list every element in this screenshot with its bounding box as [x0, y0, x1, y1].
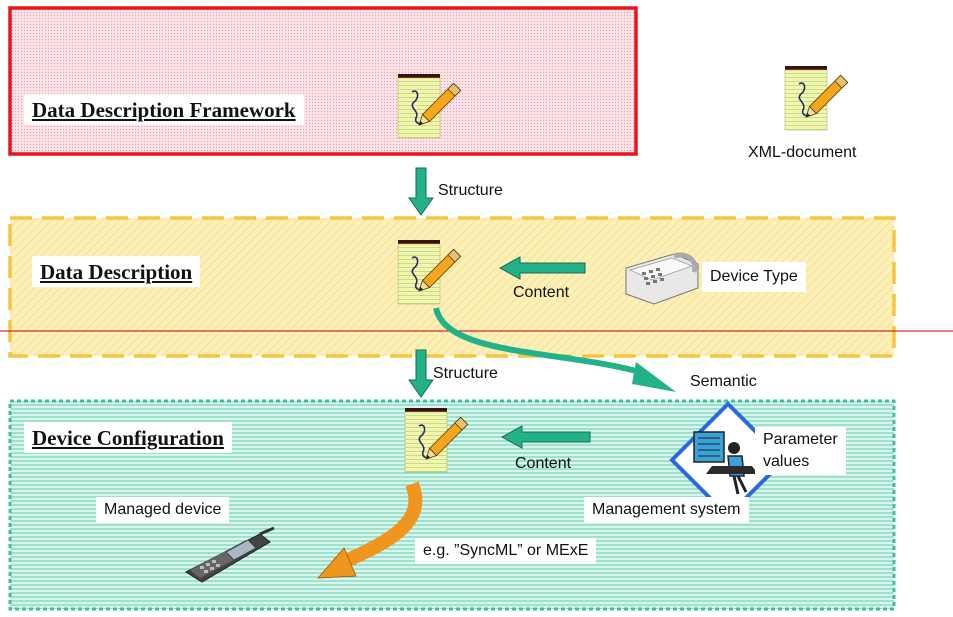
framework-layer	[8, 6, 638, 156]
device-type-label: Device Type	[702, 262, 806, 292]
structure-arrow-1	[408, 167, 434, 216]
content-label-1: Content	[513, 284, 570, 301]
desk-phone-icon	[625, 252, 699, 305]
xml-document-label: XML-document	[748, 144, 857, 161]
description-layer-title: Data Description	[32, 256, 201, 287]
structure-label-2: Structure	[433, 365, 498, 382]
parameter-values-label: Parameter values	[755, 427, 846, 475]
framework-layer-title: Data Description Framework	[24, 94, 304, 125]
protocol-label: e.g. ”SyncML” or MExE	[415, 538, 597, 564]
semantic-arrow	[433, 307, 641, 375]
managed-device-label: Managed device	[96, 497, 230, 523]
content-label-2: Content	[515, 455, 572, 472]
xml-document-icon	[784, 65, 849, 131]
protocol-arrow	[333, 481, 423, 572]
content-arrow-1	[498, 256, 586, 280]
protocol-arrowhead	[317, 547, 357, 579]
content-arrow-2	[500, 425, 591, 449]
configuration-layer-title: Device Configuration	[24, 422, 232, 453]
semantic-arrowhead	[632, 362, 676, 392]
semantic-label: Semantic	[690, 373, 757, 390]
structure-arrow-2	[408, 349, 434, 398]
structure-label-1: Structure	[438, 182, 503, 199]
management-system-label: Management system	[584, 497, 749, 523]
mobile-phone-icon	[184, 526, 275, 583]
